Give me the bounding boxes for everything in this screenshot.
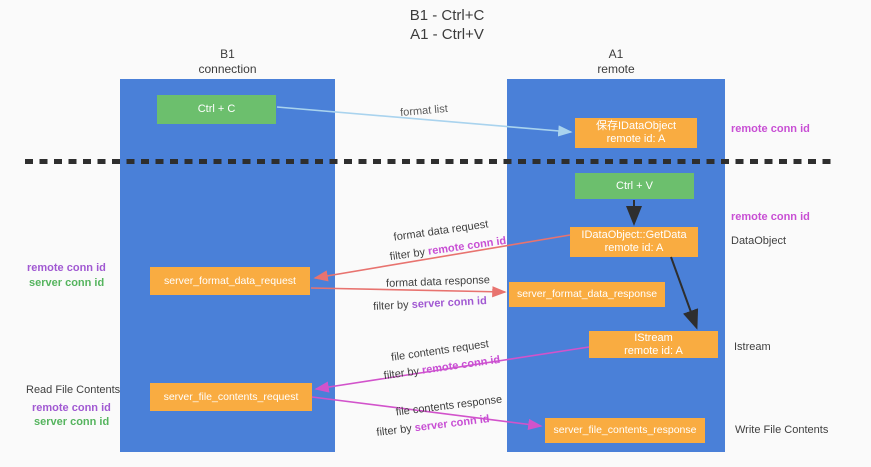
column-header-a1: A1 remote (507, 47, 725, 77)
server-format-data-request-box: server_format_data_request (150, 267, 310, 295)
ctrl-c-box: Ctrl + C (157, 95, 276, 124)
format-response-label: server_format_data_response (516, 288, 658, 300)
format-response-arrow-label: format data response (385, 274, 491, 290)
save-idataobject-line2: remote id: A (606, 133, 666, 145)
format-request-filter-key: remote conn id (427, 234, 507, 258)
istream-side-label: Istream (734, 341, 771, 353)
diagram-title: B1 - Ctrl+C A1 - Ctrl+V (297, 6, 597, 44)
left-remote-conn-id-label-2: remote conn id (32, 402, 111, 414)
format-request-filter-prefix: filter by (389, 245, 429, 264)
file-request-label: server_file_contents_request (163, 390, 299, 403)
format-list-arrow-label: format list (399, 102, 449, 120)
server-file-contents-request-box: server_file_contents_request (150, 383, 312, 411)
ctrl-v-box: Ctrl + V (575, 173, 694, 199)
left-server-conn-id-label-1: server conn id (29, 277, 105, 289)
istream-line2: remote id: A (624, 344, 683, 357)
column-b1-subtitle: connection (198, 62, 257, 76)
server-file-contents-response-box: server_file_contents_response (545, 418, 705, 443)
right-remote-conn-id-label-2: remote conn id (731, 211, 810, 223)
column-header-b1: B1 connection (120, 47, 335, 77)
file-response-filter-key: server conn id (414, 413, 491, 435)
column-a1-name: A1 (608, 47, 624, 61)
file-request-filter-prefix: filter by (383, 364, 423, 383)
file-response-label: server_file_contents_response (553, 424, 697, 436)
ctrl-v-label: Ctrl + V (616, 179, 653, 192)
column-b1-name: B1 (220, 47, 235, 61)
file-response-filter-label: filter by server conn id (376, 413, 490, 439)
getdata-line1: IDataObject::GetData (581, 229, 687, 241)
istream-line1: IStream (634, 331, 673, 344)
server-format-data-response-box: server_format_data_response (509, 282, 665, 307)
file-response-filter-prefix: filter by (375, 422, 416, 439)
format-response-filter-key: server conn id (411, 295, 488, 311)
left-remote-conn-id-label-1: remote conn id (27, 262, 106, 274)
format-response-filter-label: filter by server conn id (373, 295, 487, 313)
format-response-filter-prefix: filter by (372, 298, 412, 313)
save-idataobject-line1: 保存IDataObject (595, 120, 677, 132)
title-line-2: A1 - Ctrl+V (410, 26, 484, 43)
dashed-separator-line (25, 159, 833, 164)
title-line-1: B1 - Ctrl+C (409, 7, 485, 24)
ctrl-c-label: Ctrl + C (197, 103, 236, 115)
right-remote-conn-id-label-1: remote conn id (731, 123, 810, 135)
read-file-contents-label: Read File Contents (26, 384, 121, 396)
format-request-label: server_format_data_request (164, 274, 296, 287)
write-file-contents-label: Write File Contents (735, 424, 829, 436)
getdata-line2: remote id: A (604, 242, 664, 254)
column-a1-subtitle: remote (597, 62, 635, 76)
istream-box: IStream remote id: A (589, 331, 718, 358)
save-idataobject-box: 保存IDataObject remote id: A (575, 118, 697, 148)
dataobject-label: DataObject (731, 235, 787, 247)
idataobject-getdata-box: IDataObject::GetData remote id: A (570, 227, 698, 257)
left-server-conn-id-label-2: server conn id (34, 416, 110, 428)
